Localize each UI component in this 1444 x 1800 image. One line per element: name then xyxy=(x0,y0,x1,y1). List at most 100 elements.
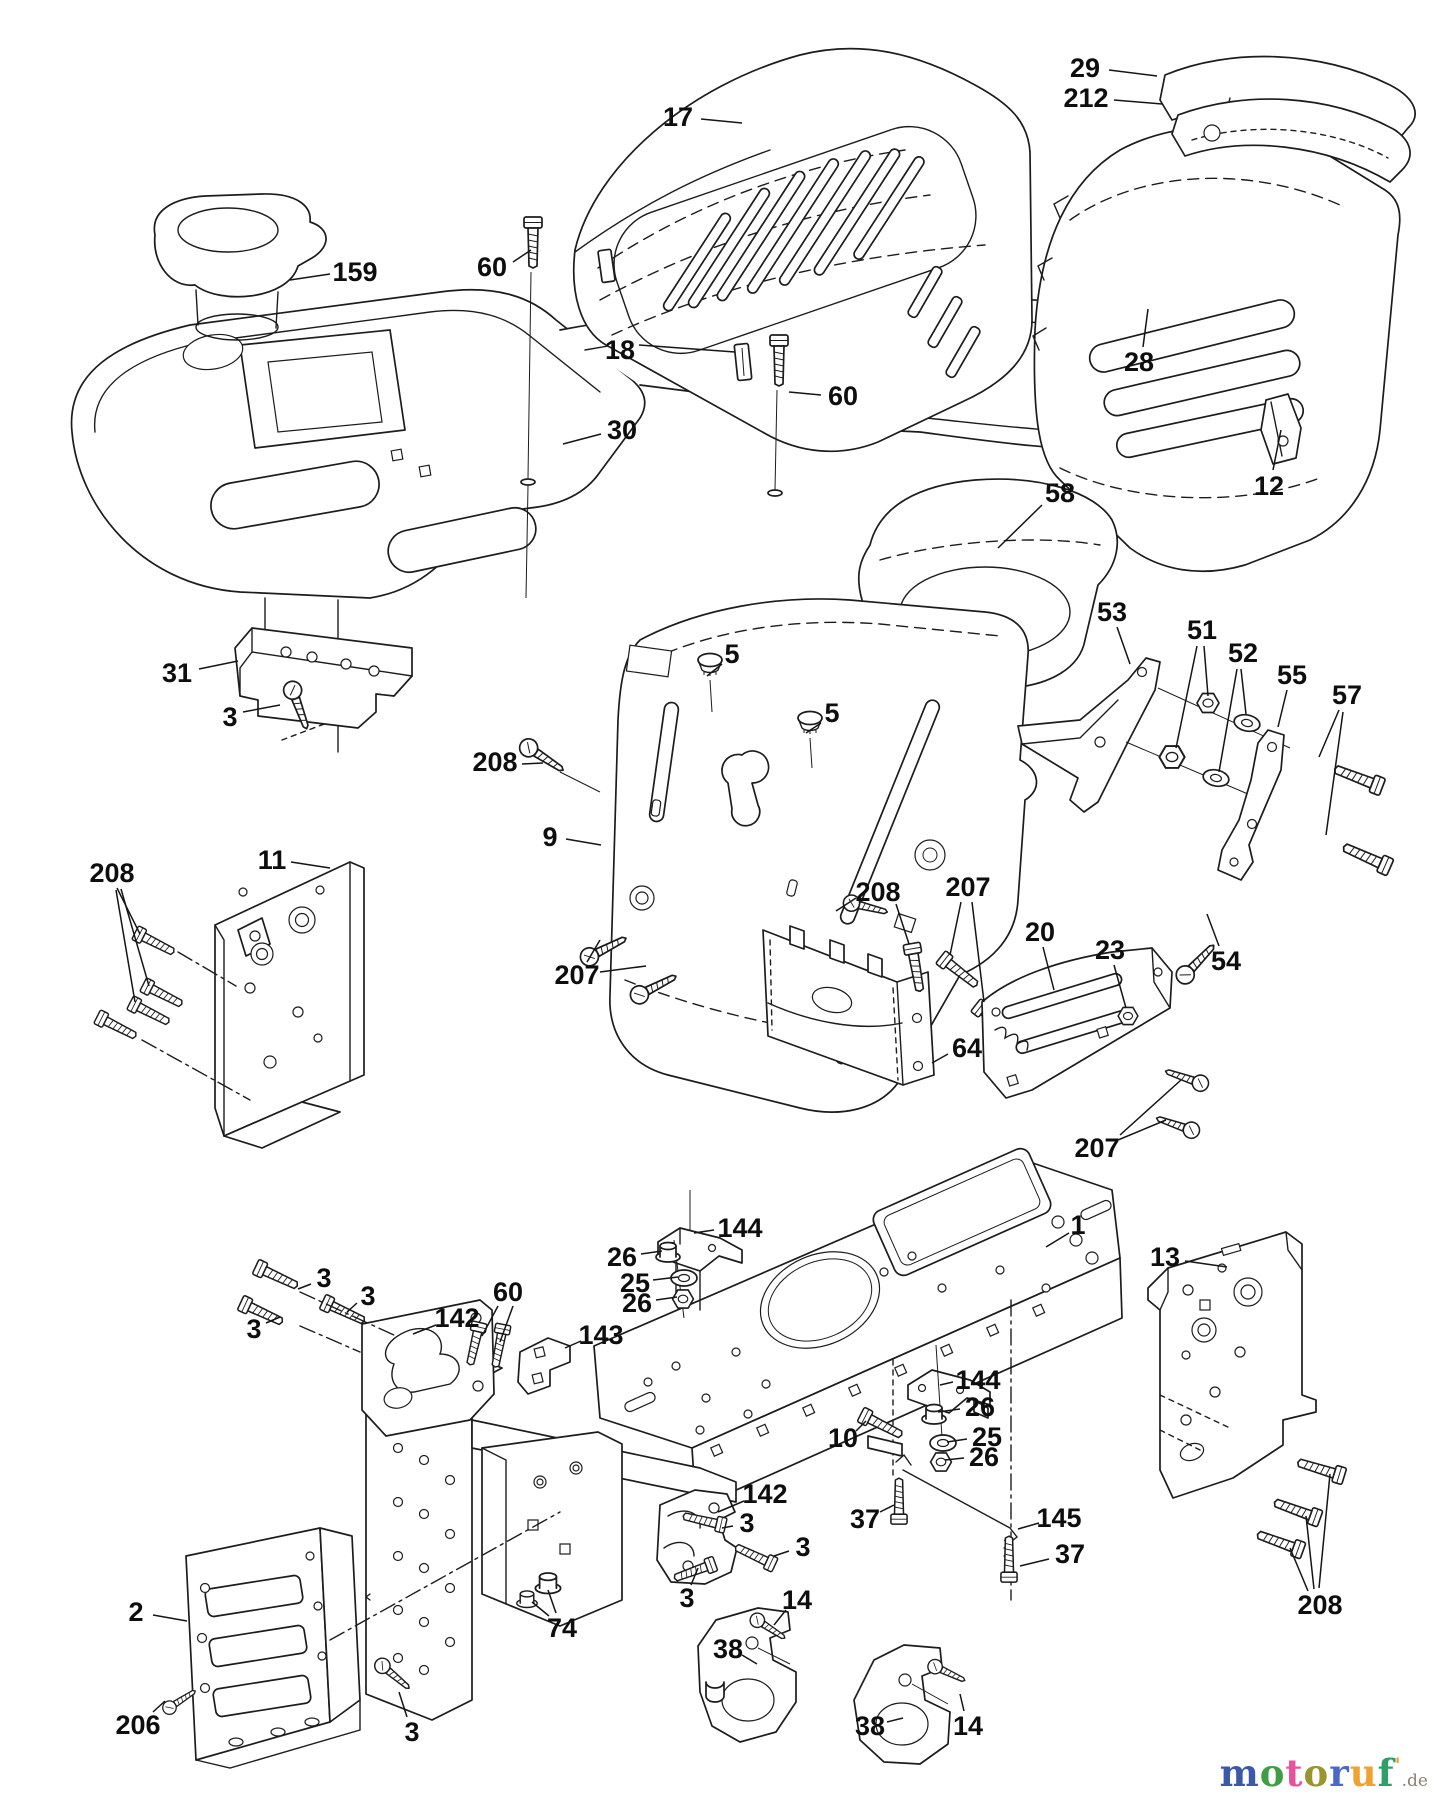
bolt-57-a xyxy=(1330,759,1387,797)
callout-212: 212 xyxy=(1063,83,1108,113)
callout-159: 159 xyxy=(332,257,377,287)
callout-208: 208 xyxy=(855,877,900,907)
bolt-37-left xyxy=(890,1477,908,1525)
leader-line-14 xyxy=(773,1609,787,1626)
leader-line-208 xyxy=(115,889,136,1003)
watermark-letter: f xyxy=(1377,1751,1395,1795)
callout-25: 25 xyxy=(620,1268,650,1298)
leader-line-64 xyxy=(931,1053,949,1064)
rod-guide-clip xyxy=(867,1435,903,1457)
leader-line-55 xyxy=(1277,689,1288,728)
leader-line-12 xyxy=(1272,429,1282,471)
callout-28: 28 xyxy=(1124,347,1154,377)
leader-line-74 xyxy=(547,1589,557,1614)
assembly-axis-2 xyxy=(329,1511,561,1641)
callout-207: 207 xyxy=(1074,1133,1119,1163)
leader-line-9 xyxy=(565,838,602,846)
leader-line-30 xyxy=(562,433,602,445)
leader-line-5 xyxy=(805,722,822,734)
callout-142: 142 xyxy=(434,1303,479,1333)
callout-51: 51 xyxy=(1187,615,1217,645)
leader-line-51 xyxy=(1175,645,1198,749)
leader-line-37 xyxy=(1019,1558,1050,1567)
chassis-side-panel-part-11 xyxy=(214,861,365,1149)
callout-37: 37 xyxy=(1055,1539,1085,1569)
bracket-part-55 xyxy=(1217,729,1285,881)
leader-line-5 xyxy=(706,663,723,677)
callout-207: 207 xyxy=(945,872,990,902)
callout-57: 57 xyxy=(1332,680,1362,710)
leader-line-207 xyxy=(1119,1079,1182,1136)
leader-line-3 xyxy=(297,1283,312,1290)
center-plate xyxy=(481,1431,623,1627)
dash-panel-part-9 xyxy=(609,598,1038,1113)
chassis-side-panel-part-13 xyxy=(1147,1231,1317,1499)
screw-14-b xyxy=(924,1656,969,1688)
callout-208: 208 xyxy=(472,747,517,777)
watermark-letter: u xyxy=(1349,1751,1378,1795)
leader-line-58 xyxy=(997,504,1043,549)
leader-line-159 xyxy=(289,273,331,281)
leader-line-208 xyxy=(116,887,141,935)
leader-line-20 xyxy=(1042,946,1055,991)
frame-part-1 xyxy=(593,1147,1123,1601)
watermark-letter: o xyxy=(1303,1751,1330,1795)
leader-line-3 xyxy=(721,1525,734,1529)
callout-9: 9 xyxy=(542,822,557,852)
leader-line-3 xyxy=(690,1567,699,1586)
leader-line-26 xyxy=(937,1408,961,1413)
washer-52-a xyxy=(1231,711,1263,735)
bolt-208-panel13-a xyxy=(1294,1453,1348,1486)
leader-line-26 xyxy=(944,1457,965,1461)
nut-51-b xyxy=(1158,745,1186,769)
assembly-axis-208 xyxy=(141,951,251,1101)
carriage-bolt-60-left xyxy=(520,216,543,599)
callout-74: 74 xyxy=(547,1613,577,1643)
callout-38: 38 xyxy=(855,1711,885,1741)
bolt-208-panel13-c xyxy=(1253,1525,1307,1560)
callout-3: 3 xyxy=(679,1583,694,1613)
leader-line-60 xyxy=(499,1305,514,1343)
grille-housing-part-28 xyxy=(1032,125,1401,573)
callout-1: 1 xyxy=(1070,1210,1085,1240)
leader-line-25 xyxy=(946,1438,968,1443)
callout-64: 64 xyxy=(952,1033,982,1063)
callout-31: 31 xyxy=(162,658,192,688)
washer-52-b xyxy=(1200,766,1232,790)
callout-3: 3 xyxy=(795,1532,810,1562)
leader-line-207 xyxy=(586,939,601,963)
nut-26-a xyxy=(655,1241,681,1263)
nut-26-b xyxy=(671,1289,695,1309)
watermark-motoruf[interactable]: motoruf'.de xyxy=(1220,1755,1428,1792)
bolt-208-panel13-b xyxy=(1270,1493,1324,1528)
leader-line-23 xyxy=(1113,964,1127,1009)
leader-line-208 xyxy=(1318,1473,1331,1589)
leader-line-145 xyxy=(1017,1522,1040,1530)
leader-line-14 xyxy=(959,1693,965,1712)
watermark-letter: t xyxy=(1285,1751,1304,1795)
bolt-208-d xyxy=(92,1008,141,1044)
callout-142: 142 xyxy=(742,1479,787,1509)
callout-207: 207 xyxy=(554,960,599,990)
leader-line-1 xyxy=(1045,1232,1070,1248)
carriage-bolt-60-right xyxy=(767,334,789,497)
leader-line-208 xyxy=(120,888,150,987)
leader-line-11 xyxy=(290,861,331,869)
callout-11: 11 xyxy=(258,845,287,875)
leader-line-144 xyxy=(693,1229,715,1234)
leader-line-144 xyxy=(939,1381,954,1386)
leader-line-60 xyxy=(788,391,822,396)
leader-line-212 xyxy=(1113,99,1163,105)
leader-line-54 xyxy=(1206,913,1220,947)
hood-vent-ribs xyxy=(662,148,925,312)
nut-26-d xyxy=(929,1452,953,1472)
leader-line-207 xyxy=(1117,1119,1167,1141)
callout-37: 37 xyxy=(850,1504,880,1534)
assembly-axis-3 xyxy=(299,1291,397,1353)
adjuster-plate-part-20 xyxy=(981,947,1173,1099)
leader-line-53 xyxy=(1116,626,1131,665)
callout-25: 25 xyxy=(972,1422,1002,1452)
leader-line-38 xyxy=(886,1717,904,1723)
callout-13: 13 xyxy=(1150,1242,1180,1272)
watermark-suffix: .de xyxy=(1401,1771,1428,1791)
